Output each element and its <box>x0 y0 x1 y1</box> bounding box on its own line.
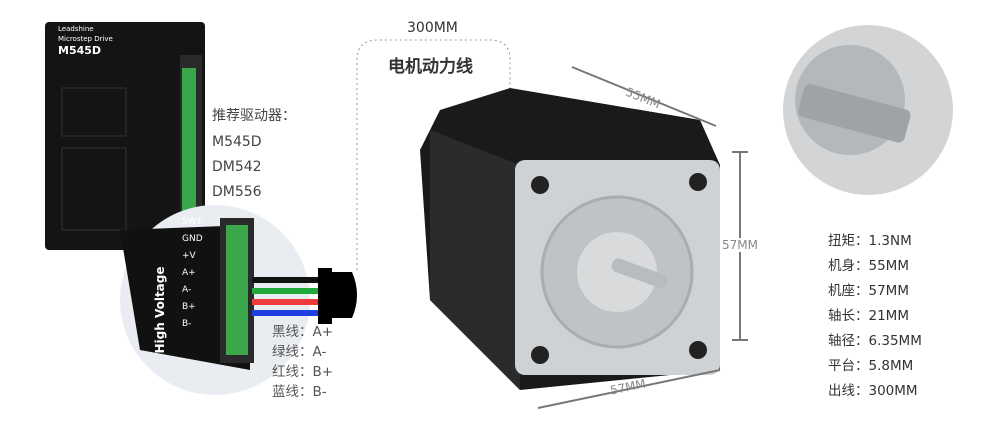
spec-item: 机座：57MM <box>828 283 909 299</box>
motor-image <box>420 88 720 390</box>
driver-image <box>45 22 205 250</box>
spec-item: 出线：300MM <box>828 383 918 399</box>
recommended-model: DM556 <box>212 184 262 200</box>
spec-item: 轴径：6.35MM <box>828 333 922 349</box>
recommended-heading: 推荐驱动器： <box>212 108 296 124</box>
terminal-label: +V <box>182 251 196 261</box>
terminal-label: A+ <box>182 268 196 278</box>
wire-label: 蓝线：B- <box>272 384 327 400</box>
wire-label: 红线：B+ <box>272 364 334 380</box>
wire-label: 绿线：A- <box>272 344 327 360</box>
terminal-title: High Voltage <box>153 266 167 354</box>
cable-title: 电机动力线 <box>388 57 473 77</box>
connector <box>318 268 332 324</box>
recommended-model: DM542 <box>212 159 262 175</box>
spec-item: 平台：5.8MM <box>828 358 914 374</box>
driver-subtitle: Microstep Drive <box>58 35 113 43</box>
driver-model: M545D <box>58 44 102 57</box>
cable-length: 300MM <box>407 20 458 36</box>
terminal-label: B+ <box>182 302 196 312</box>
wire-label: 黑线：A+ <box>272 324 334 340</box>
driver-brand: Leadshine <box>58 25 94 33</box>
wiring-legend: 黑线：A+ 绿线：A- 红线：B+ 蓝线：B- <box>272 322 333 402</box>
spec-item: 轴长：21MM <box>828 308 909 324</box>
recommended-model: M545D <box>212 134 262 150</box>
terminal-label: A- <box>182 285 192 295</box>
driver-terminal-labels: SW1 GND +V A+ A- B+ B- <box>182 214 203 333</box>
terminal-label: GND <box>182 234 203 244</box>
driver-labels: Leadshine Microstep Drive M545D <box>58 24 113 58</box>
terminal-label: SW1 <box>182 217 203 227</box>
spec-item: 扭矩：1.3NM <box>828 233 912 249</box>
terminal-label: B- <box>182 319 192 329</box>
spec-list: 扭矩：1.3NM 机身：55MM 机座：57MM 轴长：21MM 轴径：6.35… <box>828 229 922 404</box>
spec-item: 机身：55MM <box>828 258 909 274</box>
dimension-right: 57MM <box>722 238 758 252</box>
